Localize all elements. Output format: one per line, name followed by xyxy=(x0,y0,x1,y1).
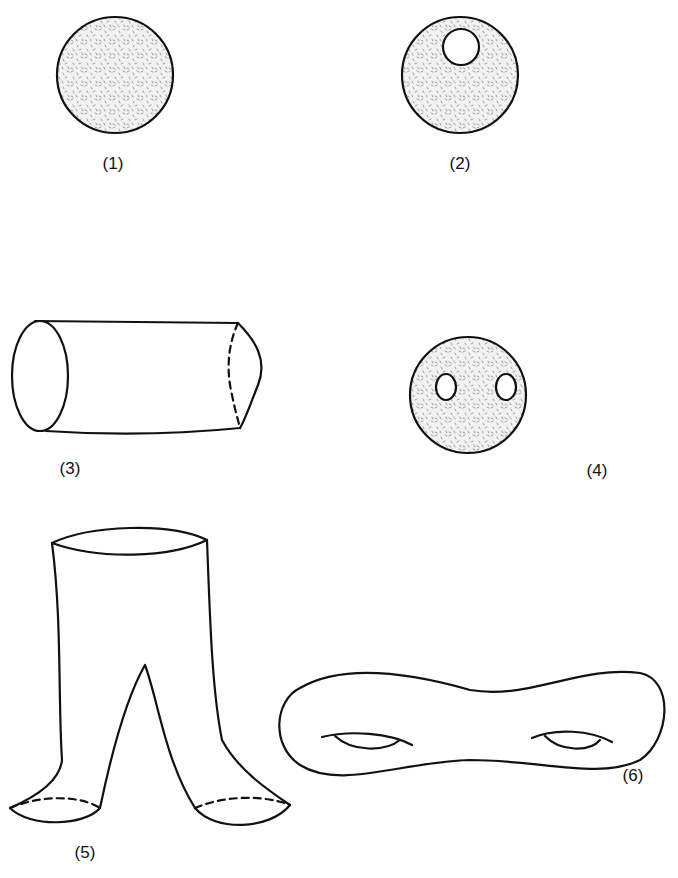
disk xyxy=(57,17,173,133)
disk-hole xyxy=(436,374,456,400)
disk-hole xyxy=(496,374,516,400)
annulus-hole xyxy=(443,29,479,65)
pair-of-pants xyxy=(10,528,290,825)
two-holed-disk xyxy=(410,337,526,453)
figure-number: (3) xyxy=(60,460,81,477)
figure-number: (6) xyxy=(623,767,644,784)
figure-number: (1) xyxy=(103,155,124,172)
figure-number: (5) xyxy=(75,844,96,861)
figure-number: (2) xyxy=(450,155,471,172)
genus-two-surface xyxy=(279,672,664,776)
figure-number: (4) xyxy=(587,462,608,479)
annulus xyxy=(402,17,518,133)
cylinder xyxy=(12,321,261,434)
